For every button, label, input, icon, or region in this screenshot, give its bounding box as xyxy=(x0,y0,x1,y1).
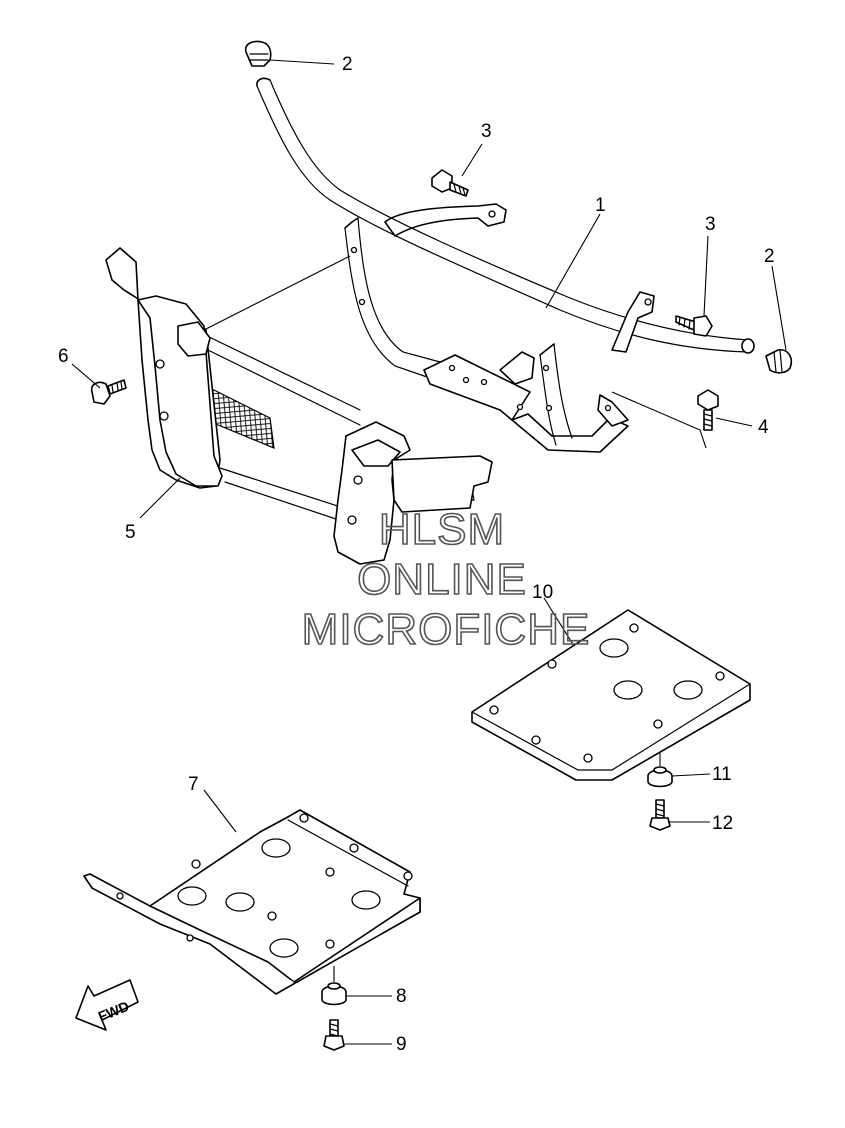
fwd-arrow-icon: FWD xyxy=(75,979,139,1031)
watermark: HLSM ONLINE MICROFICHE xyxy=(301,504,591,655)
watermark-line-1: HLSM xyxy=(379,505,505,554)
bolt-upper-right xyxy=(675,315,713,337)
callout-6: 6 xyxy=(58,346,69,367)
front-guard-frame xyxy=(256,77,755,453)
leader-lines xyxy=(71,59,787,1045)
callout-3-upper: 3 xyxy=(481,121,492,142)
skid-plate-lower xyxy=(83,809,421,995)
front-bumper xyxy=(105,247,493,565)
callout-3-right: 3 xyxy=(705,214,716,235)
collar-lower xyxy=(321,982,347,1006)
callout-2-upper: 2 xyxy=(342,54,353,75)
watermark-line-3: MICROFICHE xyxy=(302,605,591,654)
bolt-upper-plate xyxy=(649,799,671,831)
skid-plate-upper xyxy=(471,609,751,781)
bolt-left xyxy=(90,379,127,405)
callout-4: 4 xyxy=(758,417,769,438)
callout-9: 9 xyxy=(396,1034,407,1055)
callout-2-right: 2 xyxy=(764,246,775,267)
callout-7: 7 xyxy=(188,774,199,795)
callout-12: 12 xyxy=(712,813,733,834)
callout-5: 5 xyxy=(125,522,136,543)
bolt-right xyxy=(697,389,719,431)
watermark-line-2: ONLINE xyxy=(357,555,527,604)
callout-10: 10 xyxy=(532,582,553,603)
callout-labels: 2 3 1 3 2 6 4 5 10 11 12 7 8 9 xyxy=(58,54,775,1055)
collar-upper xyxy=(647,766,673,788)
bolt-lower-plate xyxy=(323,1019,345,1051)
grip-cap-upper xyxy=(244,40,272,67)
callout-11: 11 xyxy=(712,764,732,785)
callout-1: 1 xyxy=(595,195,606,216)
bolt-upper-left xyxy=(431,169,469,197)
grip-cap-right xyxy=(765,348,793,374)
callout-8: 8 xyxy=(396,986,407,1007)
